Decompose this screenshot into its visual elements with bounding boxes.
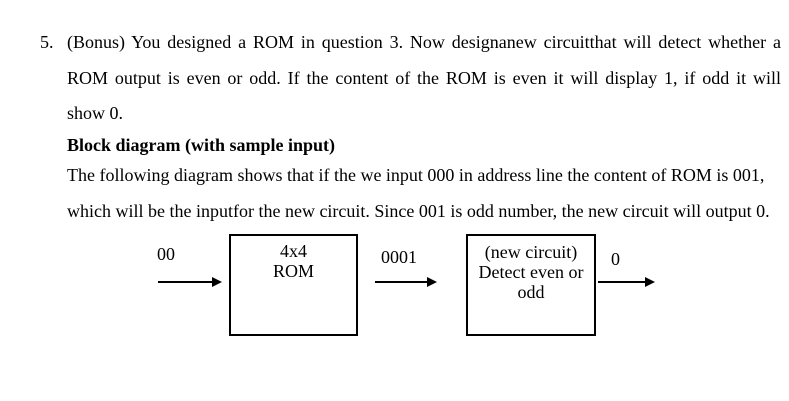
circuit-box-label-line: odd (517, 282, 545, 302)
section-heading: Block diagram (with sample input) (67, 135, 336, 155)
question-text-line: ROM output is even or odd. If the conten… (67, 67, 781, 88)
output-value-label: 0 (611, 249, 620, 269)
question-text-line: (Bonus) You designed a ROM in question 3… (67, 32, 781, 52)
question-paragraph: (Bonus) You designed a ROM in question 3… (67, 25, 781, 132)
rom-box: 4x4 ROM (229, 234, 358, 336)
explanation-text-line: which will be the inputfor the new circu… (67, 200, 770, 221)
input-value-label: 00 (157, 244, 175, 264)
circuit-box-label-line: (new circuit) (484, 242, 578, 262)
question-text-line: show 0. (67, 103, 124, 123)
explanation-text-line: The following diagram shows that if the … (67, 165, 765, 185)
arrowhead-icon (212, 277, 222, 287)
detect-circuit-box: (new circuit) Detect even or odd (466, 234, 596, 336)
rom-output-arrow (375, 276, 437, 288)
arrowhead-icon (427, 277, 437, 287)
arrowhead-icon (645, 277, 655, 287)
rom-box-label-line: ROM (272, 261, 314, 281)
rom-box-label-line: 4x4 (280, 241, 307, 261)
arrow-line (158, 281, 214, 283)
question-number: 5. (40, 32, 54, 52)
circuit-box-label-line: Detect even or (478, 262, 584, 282)
explanation-paragraph: The following diagram shows that if the … (67, 158, 781, 229)
arrow-line (598, 281, 647, 283)
rom-output-value-label: 0001 (381, 247, 417, 267)
final-output-arrow (598, 276, 655, 288)
arrow-line (375, 281, 429, 283)
input-arrow (158, 276, 222, 288)
